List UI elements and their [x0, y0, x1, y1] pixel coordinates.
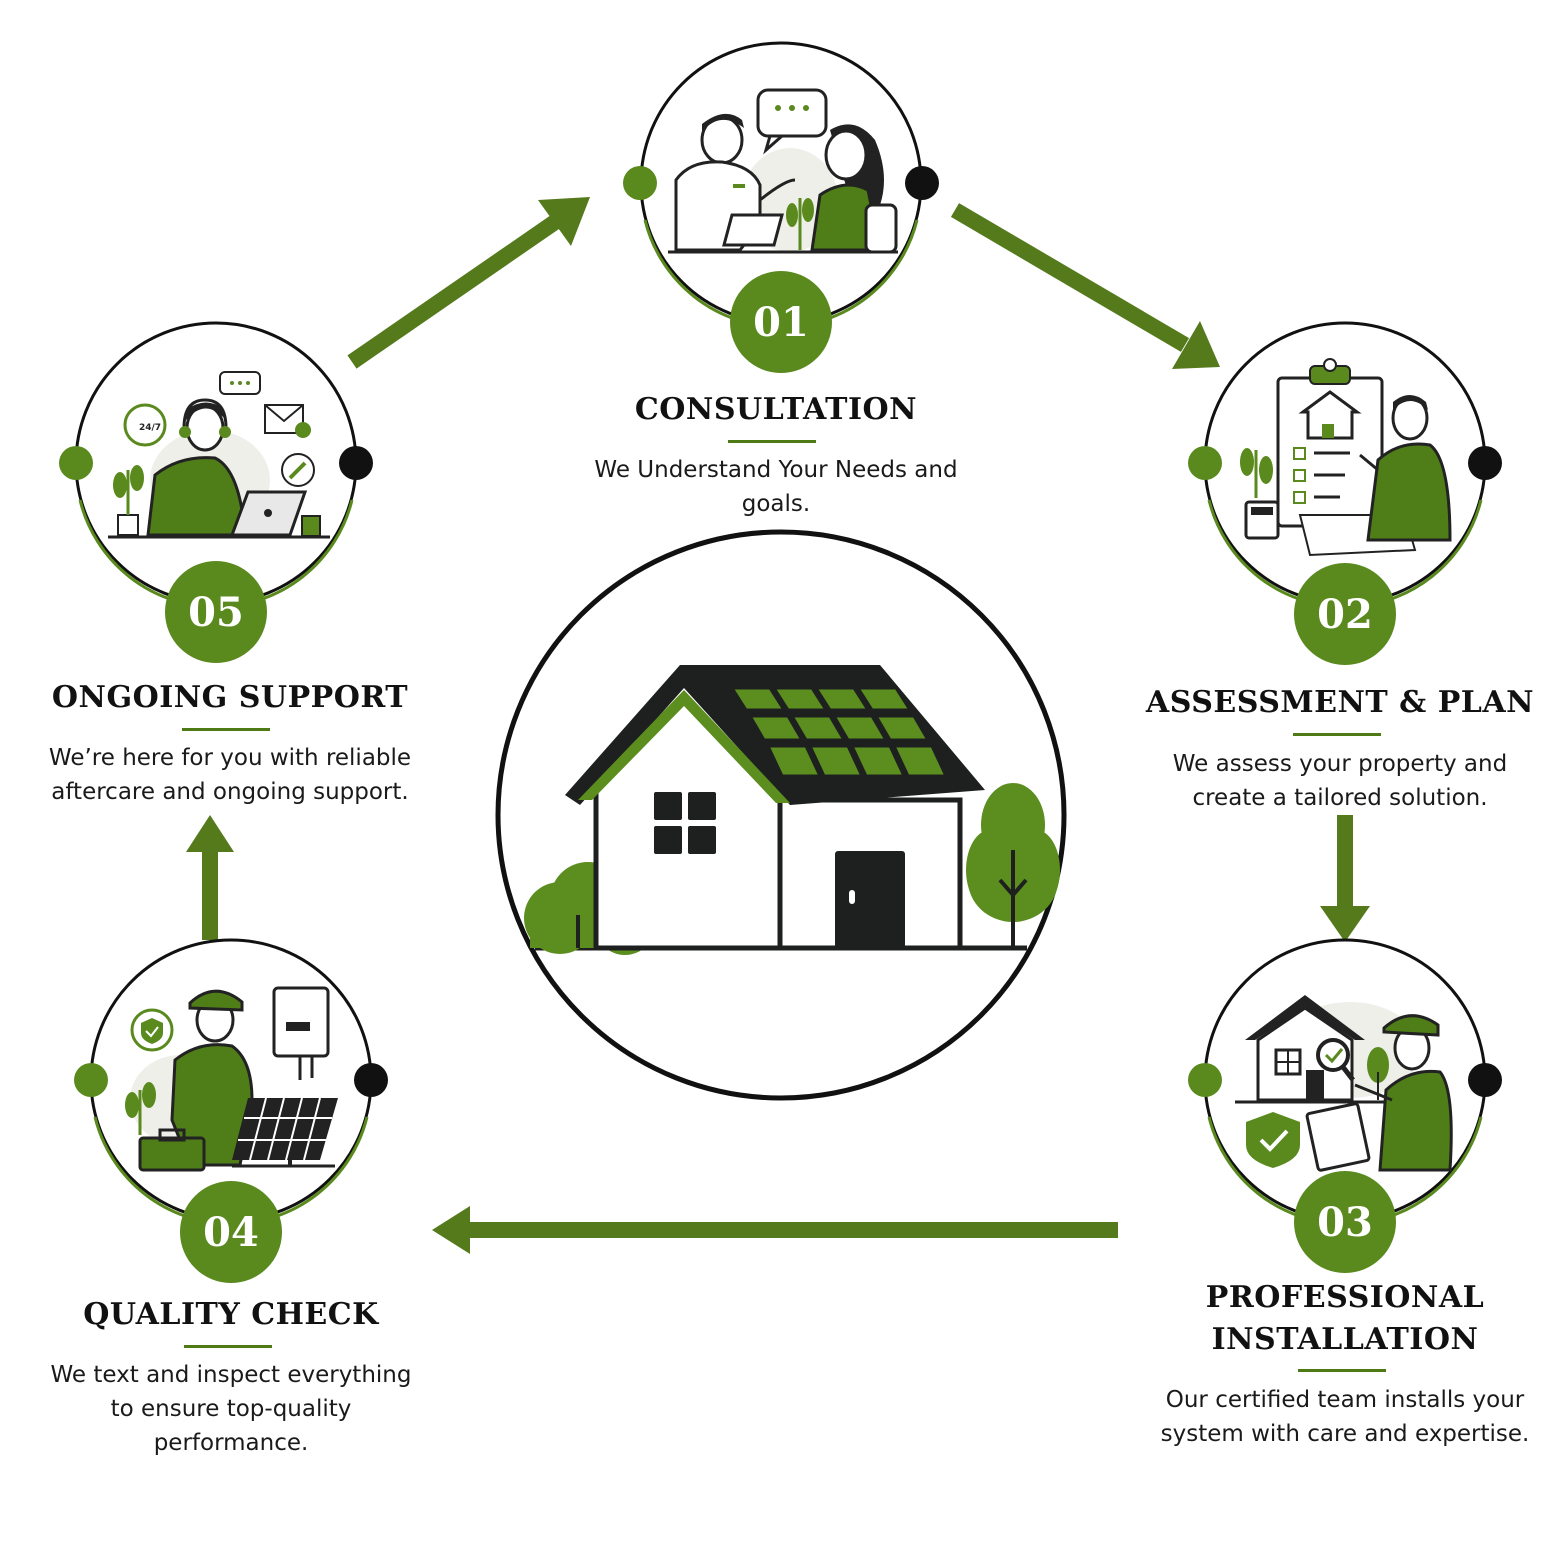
- step-03-divider: [1298, 1369, 1386, 1372]
- step-05-description: We’re here for you with reliable afterca…: [10, 741, 450, 809]
- quality-technician-icon: [125, 986, 338, 1172]
- step-04-description: We text and inspect everything to ensure…: [11, 1358, 451, 1460]
- step-02-divider: [1293, 733, 1381, 736]
- step-04-number: 04: [203, 1209, 259, 1256]
- step-04-description-line: We text and inspect everything: [50, 1362, 412, 1388]
- support-hours-label: 24/7: [139, 423, 161, 433]
- step-02-title: ASSESSMENT & PLAN: [1130, 682, 1550, 724]
- step-03-number: 03: [1317, 1199, 1373, 1246]
- connector-dot-left: [1188, 446, 1222, 480]
- step-01-number: 01: [753, 299, 809, 346]
- connector-dot-right: [1468, 446, 1502, 480]
- step-04-title-line: QUALITY CHECK: [83, 1297, 379, 1332]
- step-02-title-line: ASSESSMENT & PLAN: [1145, 685, 1535, 720]
- support-agent-icon: 24/7: [108, 371, 330, 539]
- installation-inspector-icon: [1235, 995, 1453, 1172]
- step-01-node: 01: [623, 41, 939, 373]
- step-02-node: 02: [1188, 321, 1502, 665]
- arrow-04-to-05: [186, 815, 234, 940]
- step-03-description-line: Our certified team installs your: [1165, 1387, 1525, 1413]
- step-04-description-line: performance.: [153, 1430, 309, 1456]
- step-03-title-line: INSTALLATION: [1211, 1322, 1479, 1357]
- arrow-02-to-03: [1320, 815, 1370, 942]
- step-02-description-line: create a tailored solution.: [1192, 785, 1488, 811]
- step-04-node: 04: [74, 938, 388, 1283]
- step-05-title-line: ONGOING SUPPORT: [51, 680, 409, 715]
- step-05-description-line: We’re here for you with reliable: [48, 745, 412, 771]
- connector-dot-right: [905, 166, 939, 200]
- step-01-description-line: goals.: [741, 491, 811, 517]
- step-03-title-line: PROFESSIONAL: [1205, 1280, 1485, 1315]
- step-05-divider: [182, 728, 270, 731]
- consultation-people-icon: [668, 88, 898, 254]
- connector-dot-left: [59, 446, 93, 480]
- arrow-01-to-02: [950, 203, 1220, 369]
- step-03-description: Our certified team installs your system …: [1120, 1383, 1563, 1451]
- connector-dot-left: [623, 166, 657, 200]
- step-03-description-line: system with care and expertise.: [1160, 1421, 1530, 1447]
- assessment-clipboard-icon: [1240, 358, 1452, 557]
- step-05-number: 05: [188, 589, 244, 636]
- step-05-node: 24/7: [59, 321, 373, 663]
- step-03-node: 03: [1188, 938, 1502, 1273]
- solar-house-icon: [495, 529, 1067, 1101]
- arrow-03-to-04: [432, 1206, 1118, 1254]
- step-01-title: CONSULTATION: [576, 389, 976, 431]
- connector-dot-right: [339, 446, 373, 480]
- connector-dot-right: [354, 1063, 388, 1097]
- step-04-divider: [184, 1345, 272, 1348]
- step-05-description-line: aftercare and ongoing support.: [51, 779, 409, 805]
- step-01-title-line: CONSULTATION: [634, 392, 918, 427]
- arrow-05-to-01: [347, 197, 590, 369]
- step-02-description: We assess your property and create a tai…: [1120, 747, 1560, 815]
- clock-24-7-icon: [123, 403, 167, 447]
- connector-dot-right: [1468, 1063, 1502, 1097]
- step-02-number: 02: [1317, 591, 1373, 638]
- step-04-title: QUALITY CHECK: [31, 1294, 431, 1336]
- step-01-description: We Understand Your Needs and goals.: [546, 453, 1006, 521]
- step-01-divider: [728, 440, 816, 443]
- step-04-description-line: to ensure top-quality: [110, 1396, 352, 1422]
- step-03-title: PROFESSIONAL INSTALLATION: [1145, 1277, 1545, 1361]
- connector-dot-left: [1188, 1063, 1222, 1097]
- connector-dot-left: [74, 1063, 108, 1097]
- step-02-description-line: We assess your property and: [1172, 751, 1508, 777]
- step-05-title: ONGOING SUPPORT: [15, 677, 445, 719]
- step-01-description-line: We Understand Your Needs and: [594, 457, 958, 483]
